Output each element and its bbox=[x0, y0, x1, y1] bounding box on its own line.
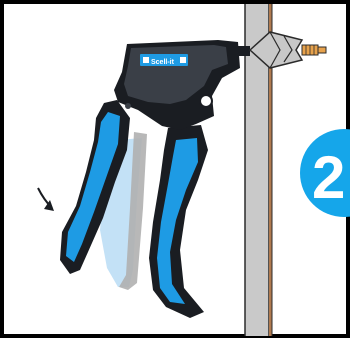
nozzle bbox=[236, 46, 250, 56]
pivot-pin bbox=[125, 103, 131, 109]
brand-label: Scell-it bbox=[151, 59, 175, 66]
brand-plate: Scell-it bbox=[140, 54, 188, 66]
pivot-hole bbox=[200, 95, 212, 107]
brand-square-icon bbox=[180, 57, 186, 63]
brand-square-icon bbox=[143, 57, 149, 63]
step-number: 2 bbox=[312, 144, 345, 211]
